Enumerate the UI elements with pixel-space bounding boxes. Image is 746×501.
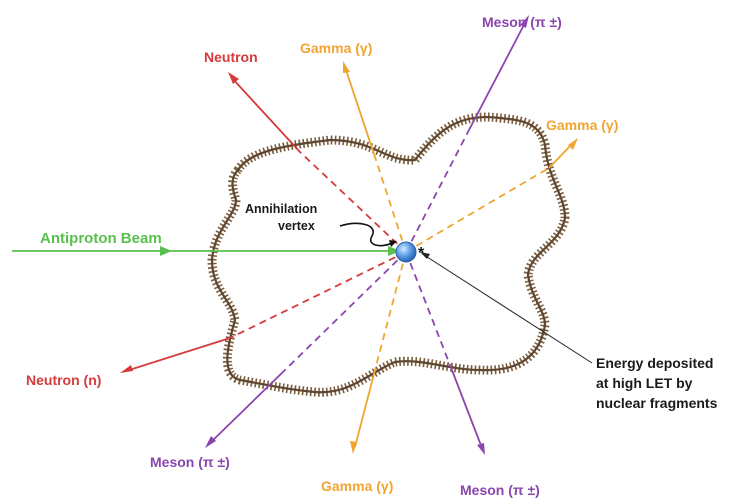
gamma-right-track [406, 138, 578, 252]
gamma-upper-label: Gamma (γ) [300, 40, 372, 56]
gamma-lower-label: Gamma (γ) [321, 478, 393, 494]
annihilation-vertex [396, 242, 416, 262]
meson-upper-track [406, 15, 529, 252]
neutron-lower-track [120, 252, 406, 373]
gamma-right-label: Gamma (γ) [546, 117, 618, 133]
antiproton-beam-label: Antiproton Beam [40, 230, 162, 247]
fragment-star-icon: * [418, 245, 425, 262]
energy-label-line2: at high LET by [596, 375, 693, 391]
antiproton-beam-arrow [12, 246, 401, 256]
meson-upper-label: Meson (π ±) [482, 14, 562, 30]
energy-pointer-line [420, 252, 592, 363]
neutron-upper-label: Neutron [204, 49, 258, 65]
meson-lower-right-label: Meson (π ±) [460, 482, 540, 498]
energy-label-line3: nuclear fragments [596, 395, 718, 411]
gamma-lower-track [350, 252, 406, 454]
annihilation-label-line2: vertex [278, 219, 315, 233]
meson-lower-right-track [406, 252, 485, 455]
meson-lower-left-track [205, 252, 406, 448]
neutron-lower-label: Neutron (n) [26, 372, 101, 388]
energy-label-line1: Energy deposited [596, 355, 713, 371]
annihilation-label-line1: Annihilation [245, 202, 317, 216]
meson-lower-left-label: Meson (π ±) [150, 454, 230, 470]
neutron-upper-track [228, 72, 406, 252]
